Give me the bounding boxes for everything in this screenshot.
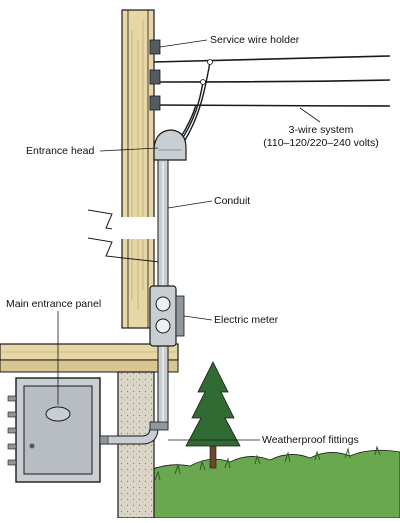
leader-lines [57, 39, 321, 441]
entrance-head [153, 129, 187, 161]
tree [185, 361, 241, 469]
label-main-entrance-panel: Main entrance panel [6, 298, 102, 310]
house-wall [121, 9, 155, 329]
foundation-wall [117, 371, 155, 519]
label-voltage: (110–120/220–240 volts) [263, 137, 379, 149]
conduit [99, 159, 169, 445]
wall-break [87, 209, 161, 263]
service-wire-holders [149, 39, 213, 111]
label-entrance-head: Entrance head [26, 145, 95, 157]
label-conduit: Conduit [214, 195, 251, 207]
ground-grass [149, 445, 400, 519]
electric-meter [149, 285, 185, 347]
label-weatherproof-fittings: Weatherproof fittings [262, 434, 359, 446]
label-service-wire-holder: Service wire holder [210, 34, 300, 46]
floor-structure [0, 343, 179, 373]
panel-knockouts [7, 395, 109, 466]
label-electric-meter: Electric meter [214, 314, 279, 326]
label-three-wire-system: 3-wire system [288, 124, 354, 136]
